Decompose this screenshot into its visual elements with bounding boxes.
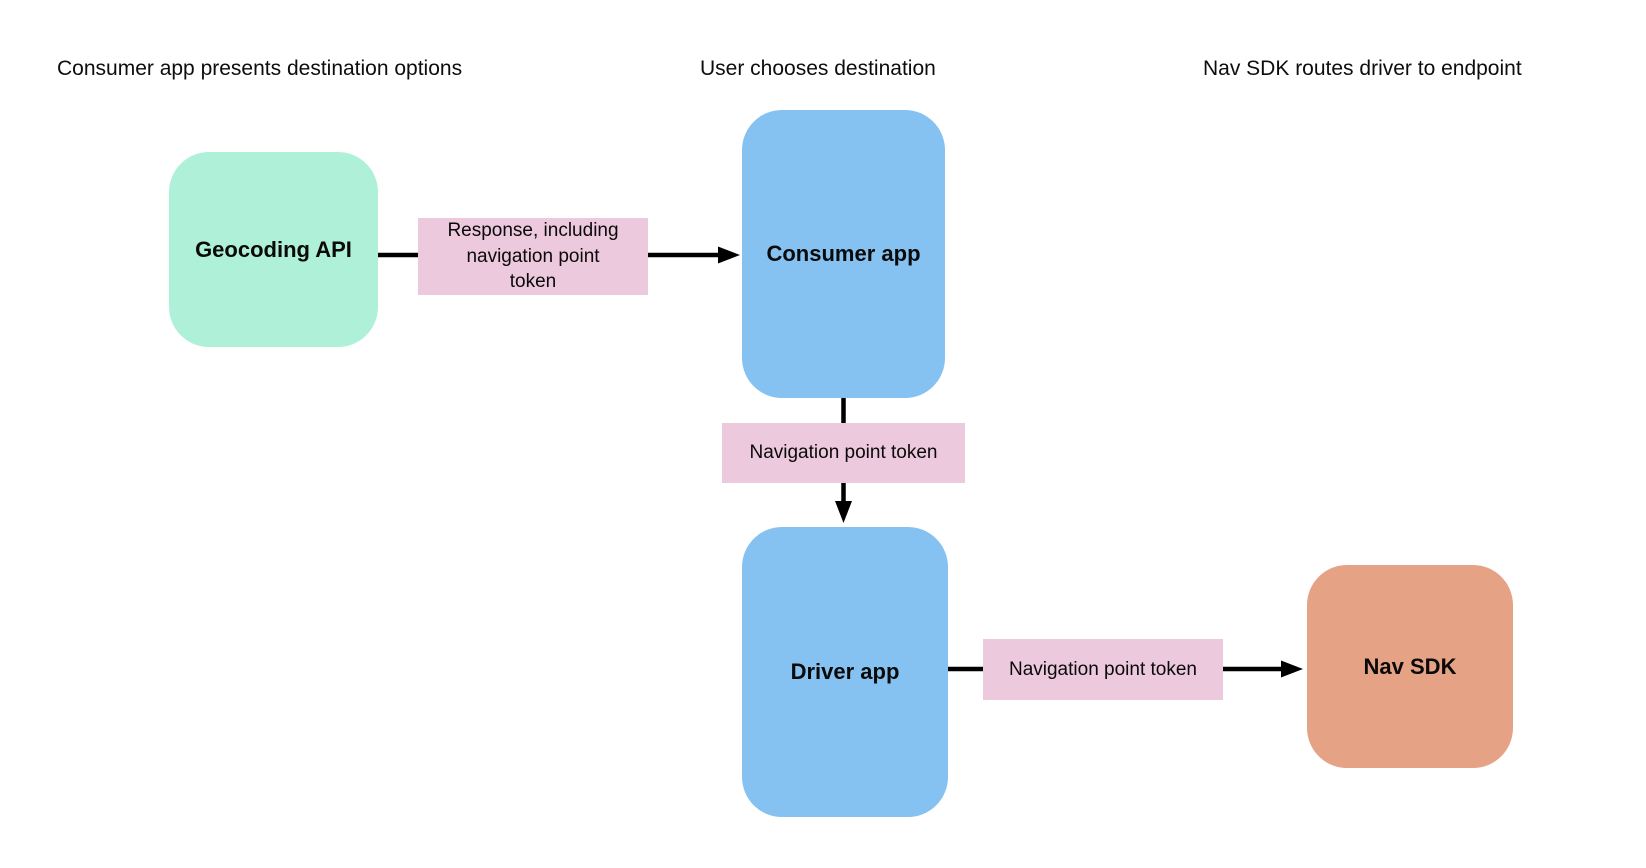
phase-header-navsdk-routes: Nav SDK routes driver to endpoint xyxy=(1203,57,1522,80)
node-consumer-app: Consumer app xyxy=(742,110,945,398)
edge-label-navigation-point-token-driver-navsdk: Navigation point token xyxy=(983,639,1223,700)
phase-header-user-chooses: User chooses destination xyxy=(700,57,936,80)
node-driver-app: Driver app xyxy=(742,527,948,817)
phase-header-consumer-presents: Consumer app presents destination option… xyxy=(57,57,463,80)
node-label-nav-sdk: Nav SDK xyxy=(1363,653,1457,679)
edge-label-navigation-point-token-consumer-driver: Navigation point token xyxy=(722,423,965,483)
arrow-head-driver-to-navsdk xyxy=(1281,660,1303,678)
node-label-geocoding-api: Geocoding API xyxy=(195,236,352,262)
arrow-head-consumer-to-driver xyxy=(835,501,852,523)
node-geocoding-api: Geocoding API xyxy=(169,152,378,347)
arrow-head-geocoding-to-consumer xyxy=(718,246,740,264)
node-label-driver-app: Driver app xyxy=(790,659,900,684)
edge-label-response-including-token: Response, including navigation point tok… xyxy=(418,218,648,295)
node-nav-sdk: Nav SDK xyxy=(1307,565,1513,768)
node-label-consumer-app: Consumer app xyxy=(766,241,921,266)
